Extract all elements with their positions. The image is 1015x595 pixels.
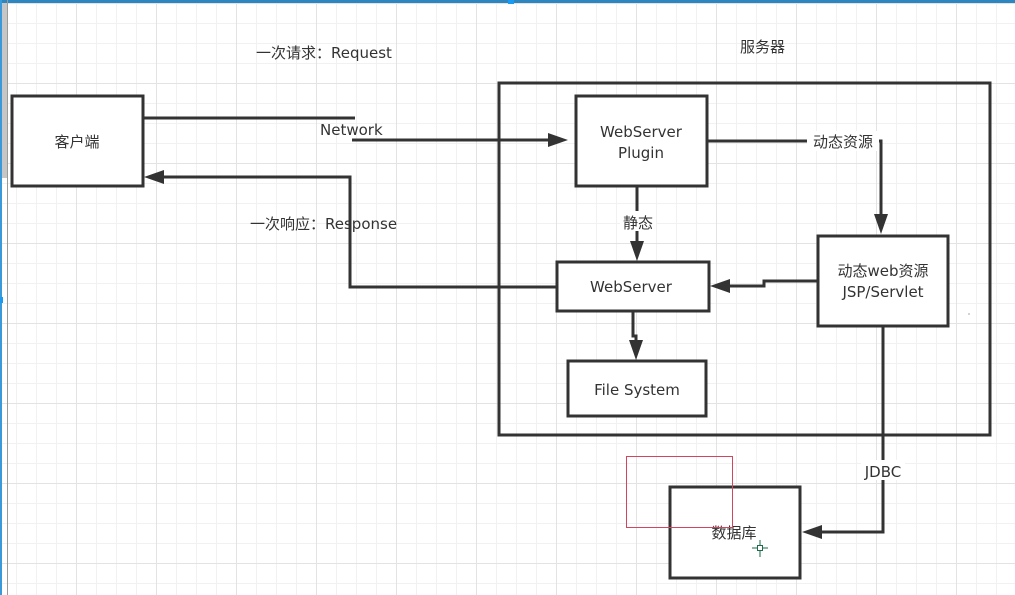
top-ruler-bar — [0, 0, 1015, 3]
label-bg-dynamic-resource — [807, 131, 879, 151]
database-label: 数据库 — [711, 524, 756, 542]
arrowhead-webserver-right — [710, 279, 730, 293]
arrowhead-dynamic — [874, 214, 888, 234]
node-client[interactable] — [10, 94, 145, 188]
node-dynamic-web-resource[interactable] — [816, 234, 950, 328]
arrowhead-plugin — [548, 133, 568, 147]
left-scrollbar-thumb[interactable] — [2, 3, 7, 178]
response-label: 一次响应：Response — [250, 215, 397, 233]
arrowhead-client — [144, 170, 164, 184]
server-container[interactable] — [497, 81, 992, 437]
plugin-label-line2: Plugin — [618, 144, 664, 162]
crosshair-cursor-icon — [752, 540, 768, 557]
node-webserver-plugin[interactable] — [574, 94, 709, 188]
jdbc-edge-label: JDBC — [864, 463, 901, 481]
client-label: 客户端 — [54, 133, 99, 151]
label-bg-static — [620, 211, 656, 231]
dynamic-label-line1: 动态web资源 — [837, 262, 928, 280]
top-resize-handle[interactable] — [508, 0, 514, 4]
dynamic-label-line2: JSP/Servlet — [841, 283, 923, 301]
server-label: 服务器 — [740, 38, 785, 56]
webserver-label: WebServer — [590, 278, 673, 296]
dynamic-resource-edge-label: 动态资源 — [813, 133, 873, 151]
node-file-system[interactable] — [566, 359, 708, 418]
arrowhead-webserver-top — [630, 241, 644, 261]
stray-dot — [968, 313, 970, 315]
plugin-label-line1: WebServer — [600, 123, 683, 141]
selection-rectangle — [626, 456, 733, 528]
edge-dynamic-to-webserver[interactable] — [722, 279, 818, 288]
filesystem-label: File System — [594, 381, 680, 399]
edge-plugin-to-dynamic[interactable] — [707, 139, 883, 220]
arrowhead-database — [802, 525, 822, 539]
network-label: Network — [320, 121, 383, 139]
edge-webserver-to-client[interactable] — [158, 175, 556, 289]
left-resize-handle[interactable] — [0, 297, 3, 303]
left-scroll-track[interactable] — [7, 0, 8, 595]
label-bg-jdbc — [861, 460, 905, 480]
edge-dynamic-to-database[interactable] — [816, 327, 885, 534]
arrowhead-filesystem — [629, 340, 643, 360]
static-edge-label: 静态 — [623, 214, 653, 232]
request-label: 一次请求：Request — [256, 44, 392, 62]
node-webserver[interactable] — [555, 260, 711, 313]
node-database[interactable] — [668, 485, 802, 580]
